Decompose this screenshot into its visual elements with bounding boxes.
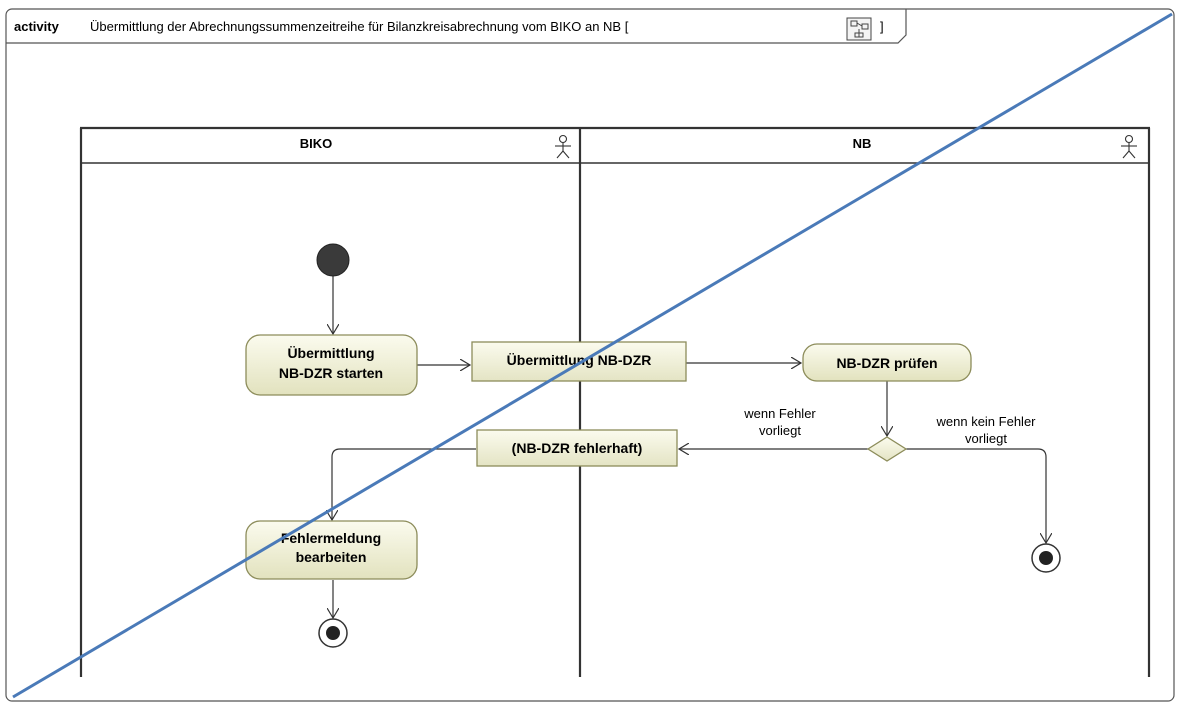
action-start-transmission: [245, 334, 418, 396]
activity-diagram-icon: [846, 17, 872, 41]
swimlane-partition: [79, 126, 1151, 677]
decision-node: [866, 436, 908, 462]
actor-icon: [1121, 134, 1137, 159]
action-check: [802, 343, 972, 382]
frame-title-end: ]: [880, 19, 884, 34]
guard-error-line1: wenn Fehler: [743, 406, 816, 421]
frame-title-tab: [6, 9, 907, 44]
diagonal-strike-line: [12, 12, 1173, 699]
object-faulty-label: (NB-DZR fehlerhaft): [512, 440, 643, 456]
action-check-label: NB-DZR prüfen: [836, 355, 937, 371]
action-handle-error-line1: Fehlermeldung: [281, 530, 381, 546]
final-node-biko: [318, 618, 348, 648]
diagram-frame: [5, 8, 1175, 702]
guard-error-line2: vorliegt: [759, 423, 801, 438]
object-faulty: [476, 429, 678, 467]
action-start-transmission-line1: Übermittlung: [287, 345, 374, 361]
actor-icon: [555, 134, 571, 159]
guard-no-error-line1: wenn kein Fehler: [936, 414, 1037, 429]
action-start-transmission-line2: NB-DZR starten: [279, 365, 383, 381]
frame-title: Übermittlung der Abrechnungssummenzeitre…: [90, 19, 629, 34]
flow-decision-to-final-nb: [906, 448, 1046, 543]
initial-node: [316, 243, 350, 277]
swimlane-biko-title: BIKO: [300, 136, 333, 151]
flow-faulty-to-handle-error: [332, 448, 476, 520]
final-node-nb: [1031, 543, 1061, 573]
swimlane-nb-title: NB: [853, 136, 872, 151]
action-handle-error-line2: bearbeiten: [296, 549, 367, 565]
object-transmission-label: Übermittlung NB-DZR: [507, 352, 652, 368]
frame-keyword: activity: [14, 19, 60, 34]
guard-no-error-line2: vorliegt: [965, 431, 1007, 446]
